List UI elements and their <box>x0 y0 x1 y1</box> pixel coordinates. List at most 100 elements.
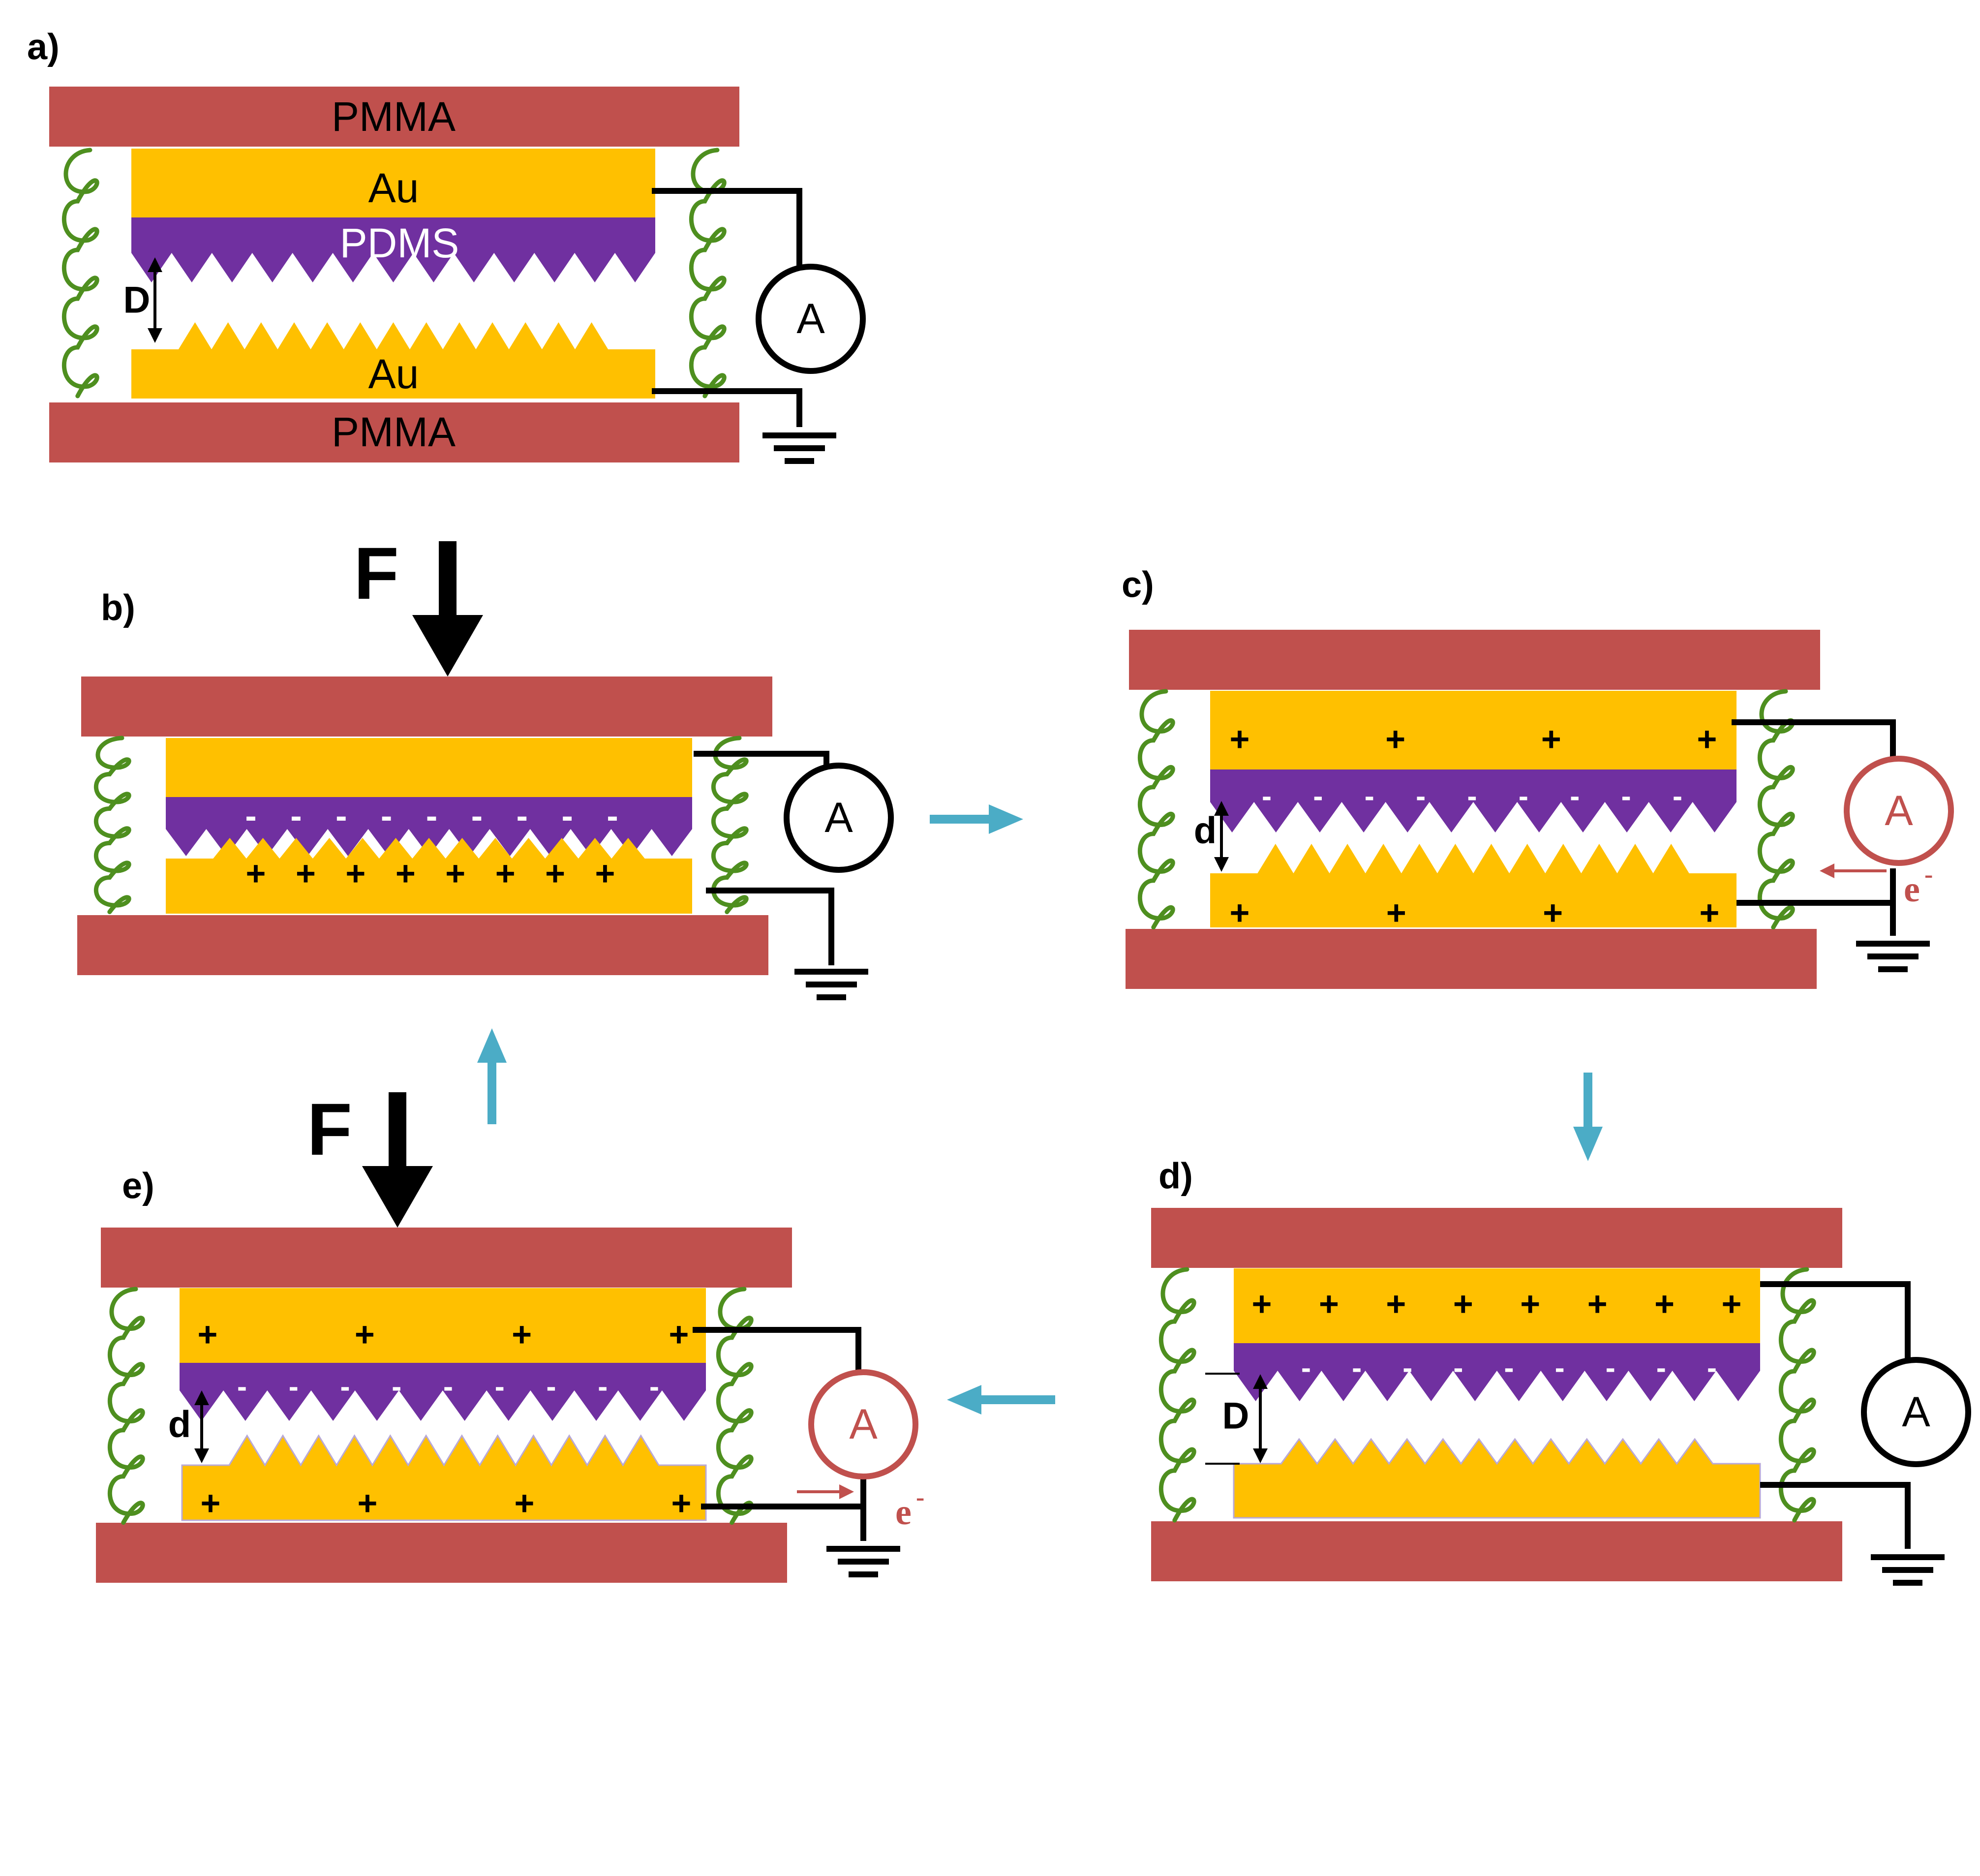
negative-charge: - <box>1606 1352 1615 1384</box>
ammeter-label: A <box>1885 787 1913 834</box>
positive-charge: + <box>445 854 465 892</box>
positive-charge: + <box>345 854 366 892</box>
ground-icon <box>794 969 868 1000</box>
negative-charge: - <box>561 797 573 835</box>
positive-charge: + <box>1386 1285 1406 1323</box>
top-au-electrode <box>1234 1268 1760 1343</box>
force-arrow <box>412 541 483 677</box>
positive-charge: + <box>246 854 266 892</box>
ammeter-icon: A <box>756 264 866 374</box>
negative-charge: - <box>1673 780 1682 813</box>
negative-charge: - <box>443 1370 453 1403</box>
top-au-electrode <box>180 1288 706 1363</box>
left-spring-icon <box>1158 1267 1196 1523</box>
negative-charge: - <box>335 797 347 835</box>
ammeter-circle <box>1861 1357 1971 1467</box>
panel-label: b) <box>101 587 135 628</box>
positive-charge: + <box>1453 1285 1473 1323</box>
top-pmma-layer <box>81 677 772 737</box>
positive-charge: + <box>671 1484 692 1522</box>
positive-charge: + <box>495 854 516 892</box>
positive-charge: + <box>669 1315 689 1353</box>
negative-charge: - <box>1555 1352 1565 1384</box>
circuit-wire <box>652 188 802 267</box>
negative-charge: - <box>290 797 302 835</box>
circuit-wire <box>694 751 829 767</box>
circuit-wire <box>652 388 802 427</box>
pdms-label: PDMS <box>340 220 459 266</box>
gap-label: d <box>1194 810 1217 852</box>
ammeter-icon: A <box>1844 756 1954 866</box>
negative-charge: - <box>237 1370 247 1403</box>
electron-flow: e- <box>797 1483 924 1533</box>
negative-charge: - <box>1301 1352 1311 1384</box>
pdms-layer <box>131 217 655 282</box>
left-spring-icon <box>93 736 131 914</box>
ammeter-circle <box>808 1369 918 1479</box>
positive-charge: + <box>396 854 416 892</box>
positive-charge: + <box>1319 1285 1339 1323</box>
negative-charge: - <box>1621 780 1631 813</box>
positive-charge: + <box>1700 893 1720 932</box>
positive-charge: + <box>296 854 316 892</box>
positive-charge: + <box>1520 1285 1540 1323</box>
right-spring-icon <box>1757 689 1795 930</box>
positive-charge: + <box>355 1315 375 1353</box>
cycle-arrow-c-to-d <box>1573 1073 1603 1161</box>
circuit-wire <box>1732 719 1896 760</box>
gap-label: D <box>123 279 151 321</box>
panel-label: e) <box>122 1166 154 1206</box>
negative-charge: - <box>1467 780 1477 813</box>
positive-charge: + <box>1654 1285 1675 1323</box>
positive-charge: + <box>1543 893 1563 932</box>
ammeter-label: A <box>1902 1388 1930 1436</box>
negative-charge: - <box>1402 1352 1412 1384</box>
bottom-pmma-layer <box>77 915 768 975</box>
gap-label: d <box>168 1404 191 1445</box>
circuit-wire <box>1760 1281 1911 1365</box>
bottom-pmma-layer <box>96 1523 787 1583</box>
negative-charge: - <box>1504 1352 1514 1384</box>
right-spring-icon <box>1778 1267 1816 1523</box>
positive-charge: + <box>515 1484 535 1522</box>
ground-icon <box>1856 941 1930 972</box>
positive-charge: + <box>1722 1285 1742 1323</box>
negative-charge: - <box>547 1370 556 1403</box>
negative-charge: - <box>1352 1352 1362 1384</box>
positive-charge: + <box>1541 720 1561 758</box>
top-pmma-label: PMMA <box>332 93 456 140</box>
pdms-layer <box>1210 769 1736 832</box>
negative-charge: - <box>1416 780 1426 813</box>
positive-charge: + <box>1697 720 1717 758</box>
positive-charge: + <box>1587 1285 1608 1323</box>
positive-charge: + <box>1252 1285 1272 1323</box>
top-au-electrode <box>131 149 655 217</box>
positive-charge: + <box>545 854 565 892</box>
negative-charge: - <box>1453 1352 1463 1384</box>
cycle-arrow-d-to-e <box>947 1385 1055 1415</box>
electron-sup: - <box>1924 861 1933 889</box>
ground-icon <box>1871 1554 1945 1586</box>
negative-charge: - <box>1707 1352 1717 1384</box>
panel-label: a) <box>27 27 60 67</box>
negative-charge: - <box>1570 780 1580 813</box>
left-spring-icon <box>61 148 99 399</box>
negative-charge: - <box>381 797 392 835</box>
circuit-wire <box>1736 868 1896 936</box>
negative-charge: - <box>1656 1352 1666 1384</box>
circuit-wire <box>693 1327 861 1374</box>
negative-charge: - <box>1365 780 1374 813</box>
top-pmma-layer <box>1151 1208 1842 1268</box>
negative-charge: - <box>495 1370 505 1403</box>
pdms-layer <box>1234 1343 1760 1401</box>
ammeter-label: A <box>824 794 853 841</box>
positive-charge: + <box>358 1484 378 1522</box>
negative-charge: - <box>607 797 618 835</box>
ammeter-icon: A <box>1861 1357 1971 1467</box>
top-pmma-layer <box>101 1228 792 1288</box>
bottom-au-electrode <box>1233 1438 1761 1519</box>
panel-label: c) <box>1122 564 1154 605</box>
